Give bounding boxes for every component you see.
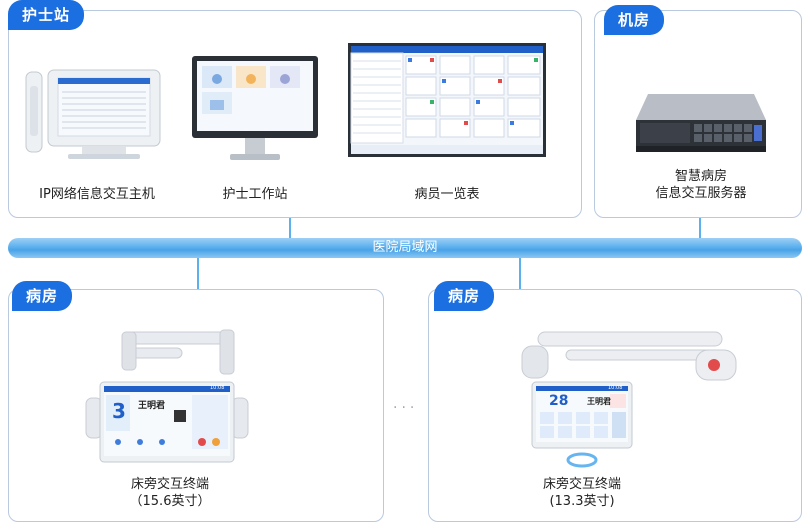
connector-nurse-station [289,218,291,238]
bedside-terminal-15-device [82,322,252,464]
ip-host-device [22,66,162,166]
bedside-terminal-13-device [518,328,740,468]
ward-separator-dots: ··· [393,400,419,416]
server-device [636,94,766,156]
ward-right-bed-number: 28 [549,393,569,409]
connector-ward-right [519,258,521,290]
hospital-lan-bar: 医院局域网 [8,238,802,258]
nurse-workstation-label: 护士工作站 [222,187,288,202]
ip-host-label: IP网络信息交互主机 [39,187,155,202]
ward-right-patient-name: 王明君 [587,397,611,406]
ward-left-terminal-label-line2: （15.6英寸） [129,494,211,509]
ward-left-tag: 病房 [12,281,73,311]
ward-left-time: 10:08 [210,385,225,391]
server-label-line1: 智慧病房 [674,169,727,184]
connector-ward-left [197,258,199,290]
ward-right-time: 10:08 [608,385,623,391]
ward-right-terminal-label-line1: 床旁交互终端 [542,477,621,492]
ward-left-bed-number: 3 [112,399,126,423]
ward-right-tag: 病房 [434,281,495,311]
nurse-workstation-device [190,54,320,164]
patient-board-label: 病员一览表 [414,187,480,202]
patient-board-device [348,43,546,157]
ward-right-terminal-label-line2: (13.3英寸) [549,494,615,509]
server-label-line2: 信息交互服务器 [655,186,747,201]
connector-machine-room [699,218,701,238]
hospital-lan-label: 医院局域网 [372,240,438,255]
ward-left-terminal-label-line1: 床旁交互终端 [130,477,209,492]
ward-left-patient-name: 王明君 [138,401,166,411]
nurse-station-tag: 护士站 [8,0,85,30]
machine-room-tag: 机房 [604,5,665,35]
